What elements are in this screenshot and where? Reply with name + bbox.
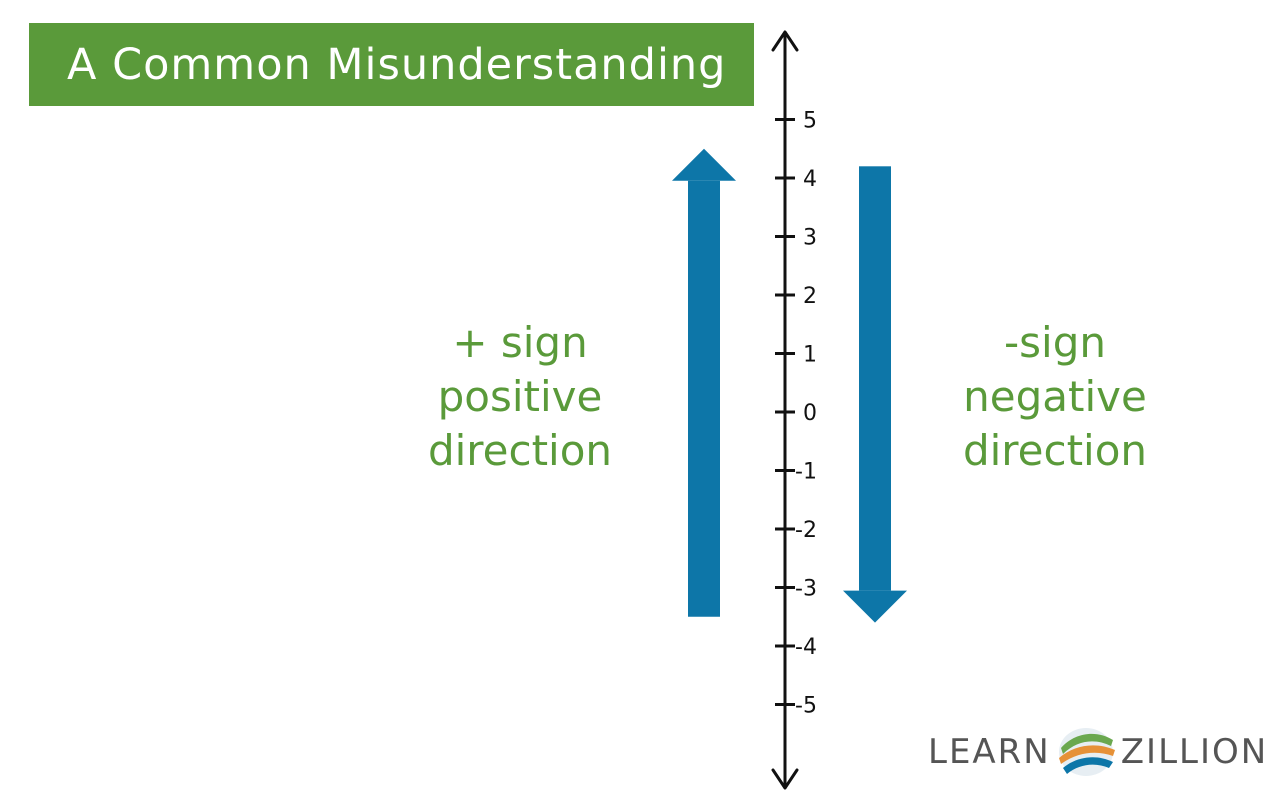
tick-label: -1 bbox=[795, 460, 817, 485]
positive-arrow-head bbox=[672, 148, 736, 181]
tick-label: 2 bbox=[803, 284, 817, 309]
plus-sign-text: + sign bbox=[452, 318, 588, 367]
logo-text-right: ZILLION bbox=[1120, 732, 1269, 772]
negative-arrow-head bbox=[843, 590, 907, 623]
negative-text: negative bbox=[963, 372, 1147, 421]
axis-arrowhead-top bbox=[771, 30, 799, 52]
learnzillion-logo: LEARN ZILLION bbox=[928, 722, 1268, 782]
tick-label: -5 bbox=[795, 694, 817, 719]
minus-sign-text: -sign bbox=[1004, 318, 1106, 367]
tick-label: -2 bbox=[795, 518, 817, 543]
direction-text: direction bbox=[962, 426, 1148, 475]
tick-label: 1 bbox=[803, 343, 817, 368]
direction-arrows bbox=[672, 148, 907, 623]
page-title: A Common Misunderstanding bbox=[67, 39, 727, 90]
tick-label: 4 bbox=[803, 167, 817, 192]
tick-label: -3 bbox=[795, 577, 817, 602]
logo-swoosh-icon bbox=[1058, 728, 1115, 776]
tick-label: -4 bbox=[795, 635, 817, 660]
axis-arrowhead-bottom bbox=[771, 768, 799, 790]
positive-arrow-shaft bbox=[688, 180, 720, 617]
tick-label: 3 bbox=[803, 226, 817, 251]
vertical-number-line: 5 4 3 2 1 0 -1 -2 -3 -4 -5 bbox=[771, 30, 817, 790]
direction-text: direction bbox=[427, 426, 613, 475]
tick-label: 5 bbox=[803, 109, 817, 134]
tick-label: 0 bbox=[803, 401, 817, 426]
logo-text-left: LEARN bbox=[928, 732, 1051, 772]
positive-text: positive bbox=[437, 372, 603, 421]
negative-arrow-shaft bbox=[859, 166, 891, 591]
negative-direction-label: -sign negative direction bbox=[935, 316, 1175, 478]
positive-direction-label: + sign positive direction bbox=[400, 316, 640, 478]
title-banner: A Common Misunderstanding bbox=[29, 23, 754, 106]
